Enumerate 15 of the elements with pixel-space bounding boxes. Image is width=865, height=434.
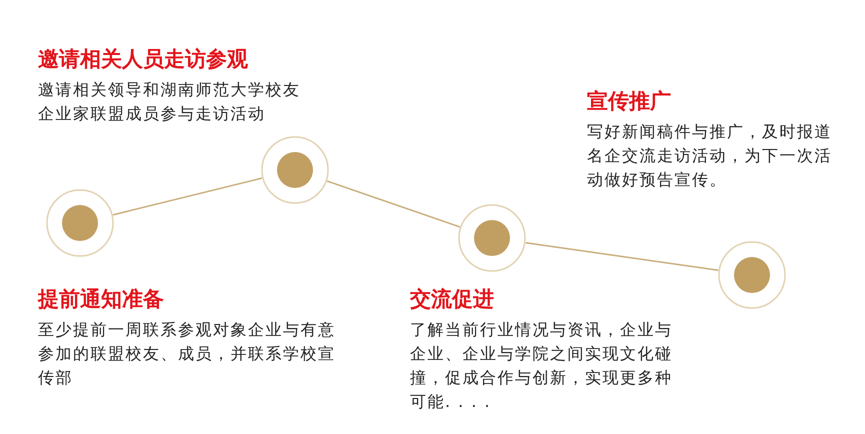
step-heading: 交流促进: [410, 286, 495, 312]
step-description: 了解当前行业情况与资讯，企业与企业、企业与学院之间实现文化碰撞，促成合作与创新，实现更多种可能. . . .: [410, 319, 674, 413]
step-description: 邀请相关领导和湖南师范大学校友企业家联盟成员参与走访活动: [38, 79, 302, 125]
step-heading: 邀请相关人员走访参观: [38, 46, 249, 72]
step-heading: 提前通知准备: [38, 286, 165, 312]
circle-marker: [261, 136, 329, 204]
circle-marker: [46, 189, 114, 257]
circle-marker: [458, 204, 526, 272]
connector-line: [526, 242, 718, 271]
connector-line: [112, 177, 262, 216]
circle-marker: [718, 241, 786, 309]
step-description: 写好新闻稿件与推广，及时报道名企交流走访活动，为下一次活动做好预告宣传。: [587, 121, 833, 191]
step-heading: 宣传推广: [587, 88, 672, 114]
step-description: 至少提前一周联系参观对象企业与有意参加的联盟校友、成员，并联系学校宣传部: [38, 319, 336, 389]
connector-line: [326, 180, 460, 228]
